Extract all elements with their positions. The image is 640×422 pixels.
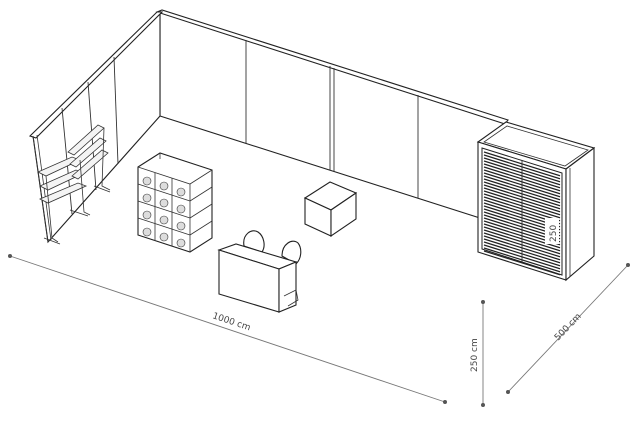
cabinet-height-label: 250	[549, 225, 559, 242]
cube-shelf	[137, 152, 213, 253]
wall-shelving	[37, 124, 111, 245]
depth-label: 500 cm	[553, 312, 584, 343]
height-label: 250 cm	[470, 338, 480, 372]
cabinet-slat	[483, 250, 561, 276]
back-wall	[155, 9, 509, 227]
depth-dimension: 500 cm	[506, 263, 630, 394]
cube-stool	[303, 181, 358, 238]
reception-counter	[217, 243, 299, 313]
height-dimension: 250 cm	[470, 300, 485, 407]
storage-cabinet: 250	[476, 121, 596, 282]
